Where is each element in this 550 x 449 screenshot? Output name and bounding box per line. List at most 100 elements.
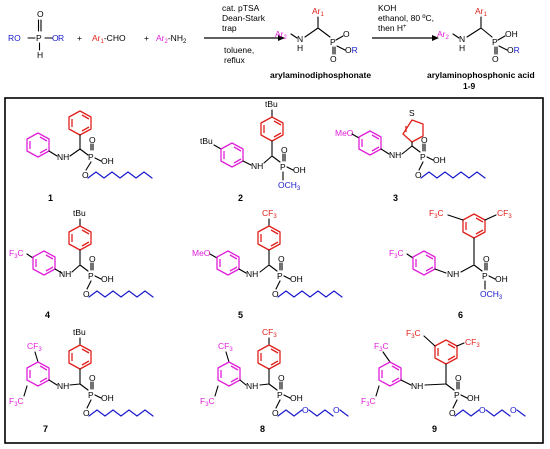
svg-text:P: P [454, 390, 460, 400]
svg-text:CF3: CF3 [27, 341, 42, 353]
svg-text:F3C: F3C [200, 396, 215, 408]
svg-text:OH: OH [495, 274, 508, 284]
svg-text:OH: OH [505, 29, 518, 39]
svg-text:OH: OH [101, 156, 114, 166]
svg-text:P: P [88, 271, 94, 281]
step1-condition-3: trap [222, 23, 237, 33]
compound-3: MeO NH S P O OH O 3 [335, 108, 486, 203]
svg-text:OH: OH [290, 393, 303, 403]
svg-text:O: O [278, 373, 285, 383]
compound-4-number: 4 [45, 310, 50, 320]
svg-text:then H+: then H+ [378, 23, 407, 33]
svg-text:NH: NH [57, 381, 69, 391]
step1-condition-2: Dean-Stark [222, 13, 266, 23]
step1-condition-4: toluene, [224, 45, 254, 55]
svg-text:OH: OH [293, 165, 306, 175]
svg-text:O: O [278, 254, 285, 264]
step2-condition-3: then H [378, 23, 403, 33]
svg-text:P: P [88, 152, 94, 162]
svg-text:O: O [89, 135, 96, 145]
svg-text:OH: OH [467, 393, 480, 403]
compound-8-number: 8 [260, 424, 265, 434]
svg-text:P: P [330, 37, 336, 47]
compound-1-number: 1 [48, 193, 53, 203]
svg-text:CF3: CF3 [465, 337, 480, 349]
svg-text:Ar2: Ar2 [437, 29, 450, 41]
compound-2: tBu tBu NH P O OH OCH3 2 [200, 99, 306, 203]
phosphite-h: H [37, 50, 43, 60]
compound-5-number: 5 [238, 310, 243, 320]
svg-text:O: O [483, 254, 490, 264]
svg-text:O: O [333, 405, 340, 415]
svg-text:P: P [88, 390, 94, 400]
reaction-arrow-1: cat. pTSA Dean-Stark trap toluene, reflu… [204, 3, 285, 65]
svg-text:CF3: CF3 [497, 208, 512, 220]
compound-1: NH P O OH O 1 [26, 110, 153, 203]
svg-text:CF3: CF3 [262, 208, 277, 220]
svg-text:OCH3: OCH3 [480, 289, 503, 301]
amine-reactant: Ar2-NH2 [156, 33, 187, 45]
phosphite-reactant: O P RO O R H [8, 9, 64, 60]
compounds-panel [4, 97, 544, 444]
svg-text:P: P [277, 271, 283, 281]
svg-text:tBu: tBu [265, 99, 278, 109]
svg-text:NH: NH [411, 381, 423, 391]
svg-text:Ar2-NH2: Ar2-NH2 [156, 33, 187, 45]
svg-text:P: P [280, 162, 286, 172]
svg-text:Ar1-CHO: Ar1-CHO [92, 33, 126, 45]
compound-5: CF3 MeO NH P O OH O 5 [192, 208, 343, 320]
svg-text:NH: NH [246, 269, 258, 279]
svg-text:tBu: tBu [73, 208, 86, 218]
svg-text:P: P [420, 152, 426, 162]
svg-text:P: P [482, 271, 488, 281]
svg-text:F3C: F3C [429, 208, 444, 220]
svg-text:NH: NH [447, 269, 459, 279]
svg-text:O: O [479, 405, 486, 415]
compound-7: tBu CF3 F3C NH P O OH O 7 [9, 327, 154, 434]
svg-text:O: O [421, 135, 428, 145]
svg-text:O: O [492, 54, 499, 64]
svg-text:NH: NH [389, 150, 401, 160]
svg-text:P: P [277, 390, 283, 400]
phosphite-ro: RO [8, 33, 21, 43]
compound-8: CF3 CF3 F3C NH P O OH O O O 8 [200, 327, 349, 434]
svg-text:OH: OH [290, 274, 303, 284]
svg-text:O: O [415, 170, 422, 180]
svg-text:NH: NH [251, 161, 263, 171]
svg-text:O: O [82, 170, 89, 180]
svg-text:O: O [343, 29, 350, 39]
svg-text:F3C: F3C [9, 396, 24, 408]
svg-text:OH: OH [433, 155, 446, 165]
step1-condition-1: cat. pTSA [222, 3, 260, 13]
svg-text:MeO: MeO [192, 248, 211, 258]
product-label: arylaminophosphonic acid [427, 70, 535, 80]
step2-condition-1: KOH [378, 3, 396, 13]
svg-text:MeO: MeO [335, 128, 354, 138]
svg-text:Ar1: Ar1 [312, 6, 325, 18]
svg-text:P: P [492, 37, 498, 47]
svg-text:O: O [302, 405, 309, 415]
svg-text:N: N [459, 34, 465, 44]
svg-text:O: O [272, 289, 279, 299]
svg-text:O: O [510, 405, 517, 415]
svg-text:H: H [459, 43, 465, 53]
step2-condition-2: ethanol, 80 ºC, [378, 13, 434, 23]
compound-9: F3C CF3 F3C F3C NH P O OH O O O 9 [361, 328, 526, 434]
plus-sign-2: + [144, 33, 149, 43]
aldehyde-reactant: Ar1-CHO [92, 33, 126, 45]
svg-text:O: O [89, 373, 96, 383]
phosphite-r: R [58, 33, 64, 43]
svg-text:CF3: CF3 [218, 341, 233, 353]
svg-text:S: S [409, 108, 415, 118]
svg-text:F3C: F3C [361, 396, 376, 408]
step1-condition-5: reflux [224, 55, 246, 65]
phosphite-o-right: O [52, 33, 59, 43]
compound-7-number: 7 [43, 424, 48, 434]
svg-text:O: O [272, 408, 279, 418]
compound-6-number: 6 [458, 310, 463, 320]
svg-text:OH: OH [101, 274, 114, 284]
plus-sign-1: + [77, 33, 82, 43]
svg-text:N: N [297, 34, 303, 44]
svg-text:O: O [89, 254, 96, 264]
